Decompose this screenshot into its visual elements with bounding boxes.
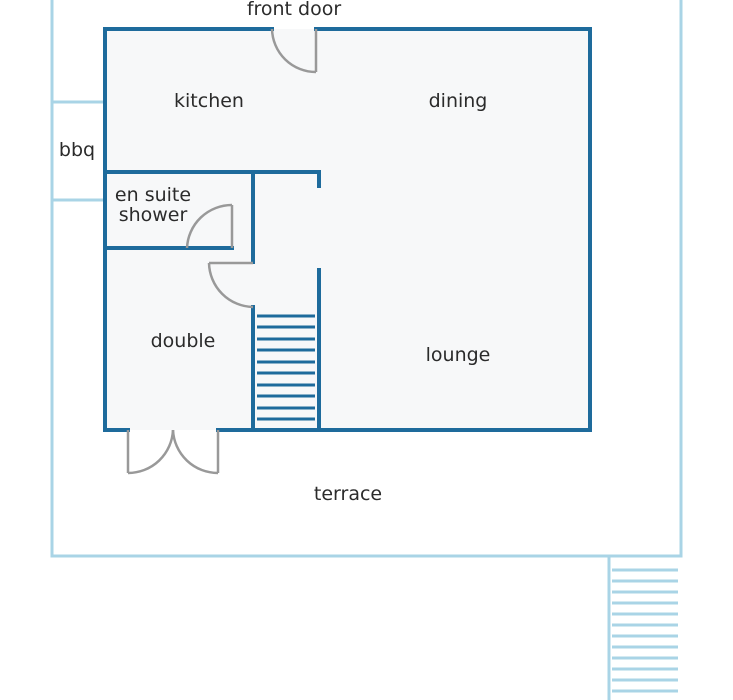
double-bedroom-door-swing <box>207 261 254 309</box>
label-kitchen: kitchen <box>174 90 244 112</box>
label-bbq: bbq <box>59 139 95 161</box>
label-lounge: lounge <box>426 344 491 366</box>
interior-walls <box>103 170 321 432</box>
interior-stairs <box>257 314 315 421</box>
label-dining: dining <box>429 90 488 112</box>
label-en-suite: en suite <box>115 184 191 206</box>
outside-stairs <box>612 568 678 693</box>
terrace-boundary <box>50 0 683 700</box>
terrace-double-doors <box>126 429 220 475</box>
label-terrace: terrace <box>314 483 382 505</box>
en-suite-door-swing <box>185 203 234 249</box>
label-front-door: front door <box>247 0 342 20</box>
house-floor <box>105 29 590 430</box>
front-door-swing <box>270 28 318 74</box>
label-double: double <box>151 330 216 352</box>
label-shower: shower <box>119 204 188 226</box>
house-walls <box>103 27 592 432</box>
